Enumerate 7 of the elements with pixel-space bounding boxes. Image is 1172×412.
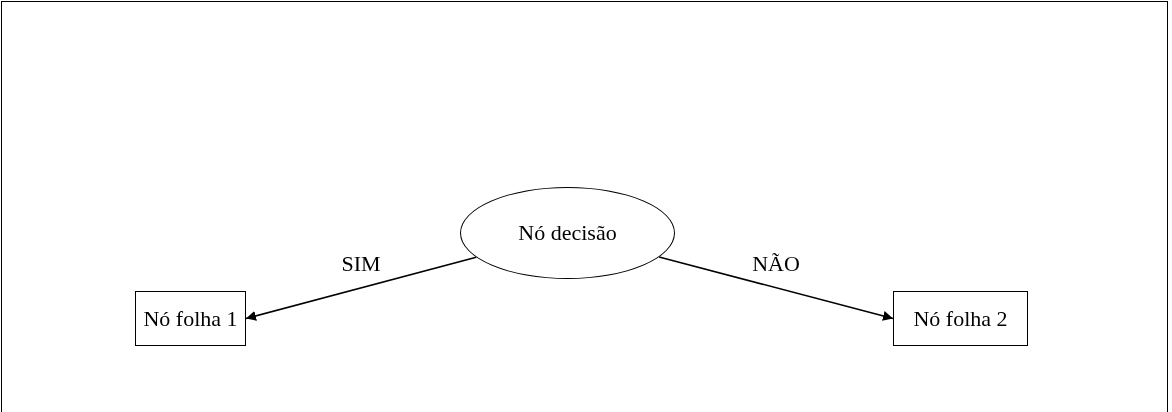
node-label: Nó folha 2: [913, 305, 1008, 332]
leaf-box: [893, 291, 1028, 346]
node-label: Nó decisão: [518, 220, 617, 246]
node-label: Nó folha 1: [143, 305, 238, 332]
arrow: [245, 256, 477, 321]
leaf-box: [135, 291, 246, 346]
arrow: [658, 256, 894, 321]
